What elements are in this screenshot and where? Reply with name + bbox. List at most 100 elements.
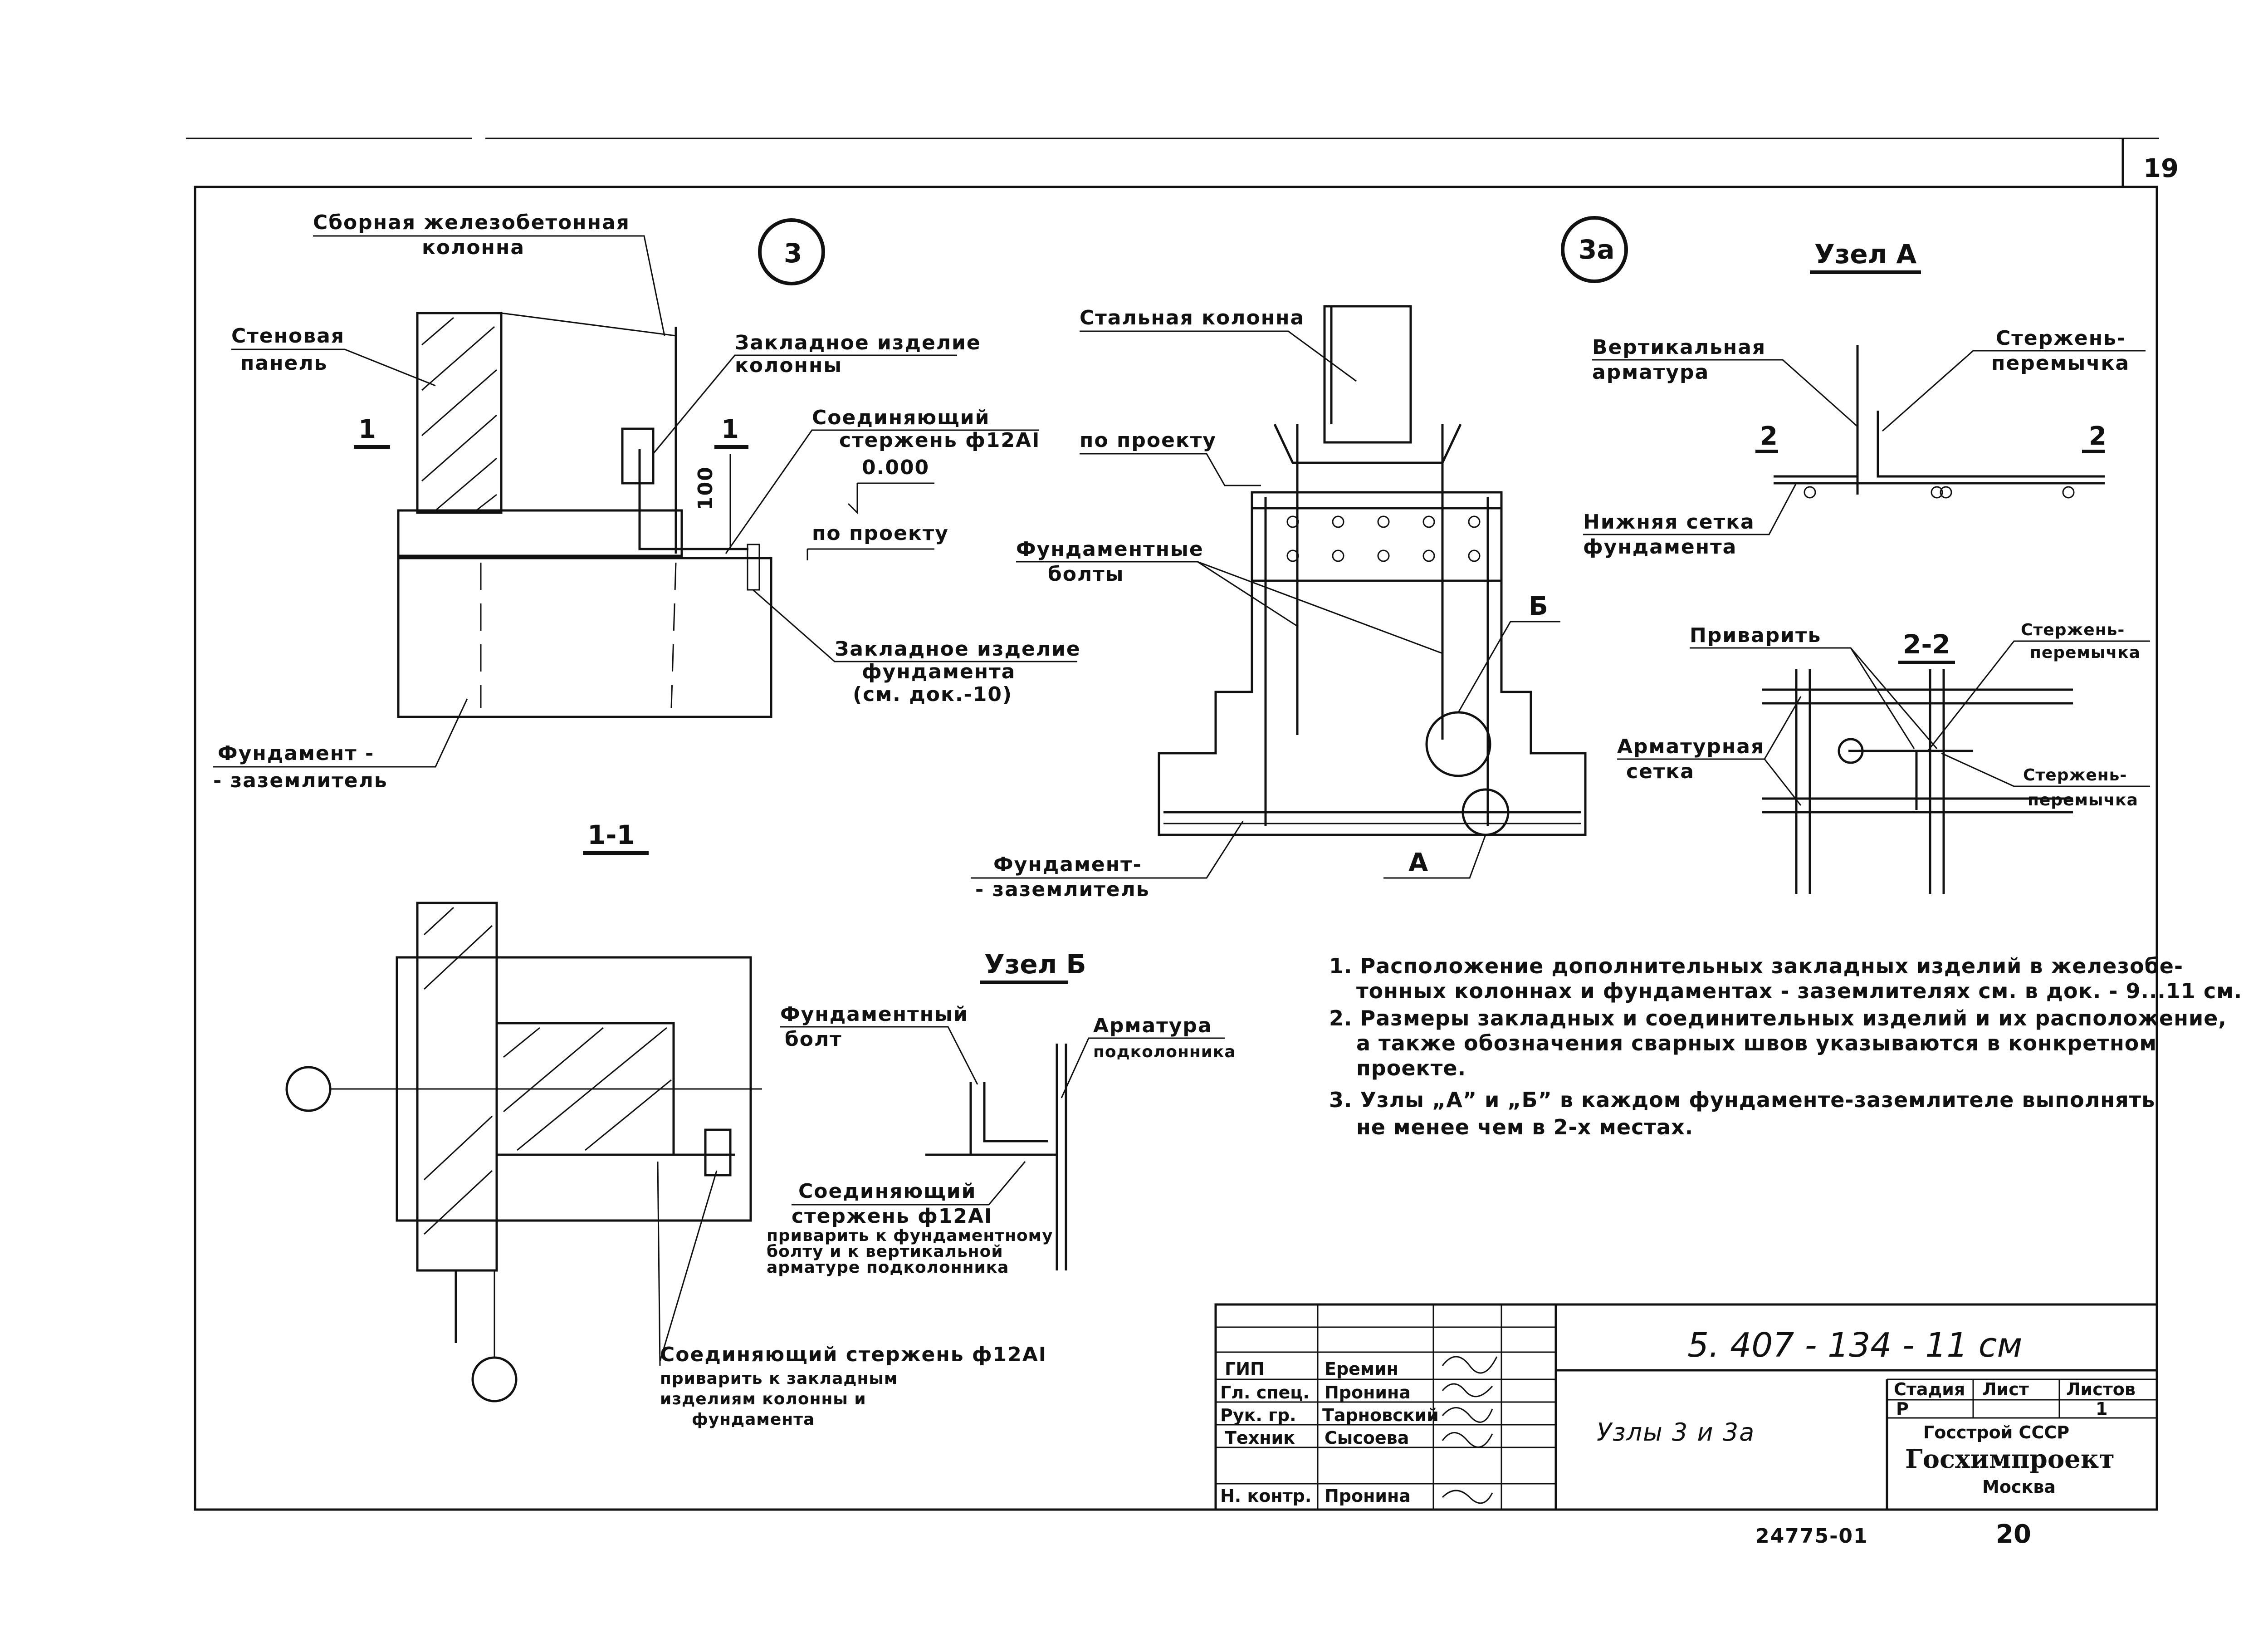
- node-b-circle: [1425, 711, 1491, 777]
- archive-number: 24775-01: [1755, 1525, 1868, 1548]
- vertical-rebar-label: Вертикальная: [1592, 336, 1766, 359]
- note-3-line-1: 3. Узлы „А” и „Б” в каждом фундаменте-за…: [1329, 1088, 2155, 1112]
- role-5: Н. контр.: [1220, 1486, 1311, 1506]
- sheets-value: 1: [2096, 1399, 2107, 1419]
- detail-3a-marker: [1561, 216, 1628, 283]
- node-b: Узел Б Фундаментный болт Арматура подкол…: [767, 949, 1236, 1277]
- section-2-2: 2-2 Приварить Стержень- перемычка Армату…: [1617, 621, 2150, 894]
- name-3: Тарновский: [1322, 1405, 1439, 1425]
- connecting-rod-label-2: стержень ф12АI: [839, 429, 1040, 452]
- section-connecting-rod-note-3: изделиям колонны и: [660, 1390, 866, 1408]
- column-label-2: колонна: [422, 236, 525, 259]
- bottom-mesh-label-2: фундамента: [1583, 535, 1737, 559]
- foundation-label: Фундамент -: [218, 742, 374, 765]
- jumper-rod-top-label-2: перемычка: [2030, 643, 2141, 662]
- org-line-2: Госхимпроект: [1905, 1444, 2115, 1474]
- node-b-rod-label: Соединяющий: [798, 1180, 976, 1203]
- note-2-line-2: а также обозначения сварных швов указыва…: [1356, 1031, 2157, 1055]
- signatures: [1442, 1356, 1498, 1504]
- document-code: 5. 407 - 134 - 11 см: [1687, 1326, 2022, 1365]
- note-1-line-2: тонных колоннах и фундаментах - заземлит…: [1356, 979, 2242, 1003]
- column-label: Сборная железобетонная: [313, 211, 630, 234]
- embedded-column-plate: [621, 427, 655, 485]
- detail-3a: 3а Стальная колонна по проекту Фундамент…: [971, 216, 1628, 901]
- foundation-bolt-label-2: болт: [785, 1028, 842, 1051]
- foundation-bolt-label: Фундаментный: [780, 1003, 968, 1026]
- per-project-3a: по проекту: [1080, 429, 1217, 452]
- node-b-rod-label-2: стержень ф12АI: [792, 1205, 992, 1228]
- general-notes: 1. Расположение дополнительных закладных…: [1329, 954, 2242, 1139]
- section-mark-1-right: 1: [721, 415, 739, 444]
- foundation-label-3a: Фундамент-: [993, 853, 1142, 876]
- note-3-line-2: не менее чем в 2-х местах.: [1356, 1115, 1693, 1139]
- name-5: Пронина: [1325, 1486, 1411, 1506]
- section-connecting-rod-note-4: фундамента: [692, 1410, 815, 1429]
- per-project-label: по проекту: [812, 522, 949, 545]
- section-connecting-rod-note-2: приварить к закладным: [660, 1369, 898, 1388]
- role-4: Техник: [1225, 1428, 1295, 1448]
- section-connecting-rod-note: Соединяющий стержень ф12АI: [660, 1343, 1047, 1366]
- node-b-mark: Б: [1529, 592, 1548, 621]
- node-a-title: Узел А: [1814, 239, 1916, 270]
- sheet-header: Лист: [1982, 1379, 2029, 1399]
- steel-column-label: Стальная колонна: [1080, 306, 1305, 329]
- section-mark-circle-left: [285, 1066, 332, 1112]
- jumper-rod-bottom-label: Стержень-: [2023, 766, 2127, 785]
- connecting-rod: [638, 449, 748, 550]
- name-1: Еремин: [1325, 1359, 1398, 1379]
- embedded-column-label-2: колонны: [735, 354, 842, 377]
- wall-panel-label-2: панель: [240, 352, 327, 375]
- page-number: 19: [2143, 154, 2179, 183]
- stage-value: Р: [1896, 1399, 1909, 1419]
- name-2: Пронина: [1325, 1383, 1411, 1402]
- org-line-3: Москва: [1982, 1477, 2056, 1497]
- steel-column: [1323, 305, 1412, 444]
- jumper-rod-bottom-label-2: перемычка: [2028, 791, 2138, 809]
- section-mark-1-left: 1: [358, 415, 376, 444]
- foundation: [397, 556, 772, 718]
- rebar-mesh-label-2: сетка: [1626, 760, 1695, 783]
- embedded-foundation-label-2: фундамента: [862, 660, 1016, 683]
- role-3: Рук. гр.: [1220, 1405, 1296, 1425]
- drawing-title: Узлы 3 и 3а: [1597, 1418, 1755, 1447]
- detail-3: 3 1 1 Сборная железобетонная колонна Сте…: [213, 211, 1081, 792]
- section-2-2-title: 2-2: [1903, 629, 1950, 660]
- footer-page: 20: [1996, 1520, 2031, 1549]
- bolts-label-2: болты: [1048, 563, 1124, 586]
- node-b-rod-label-5: арматуре подколонника: [767, 1258, 1009, 1277]
- foundation-label-3a-2: - заземлитель: [975, 878, 1150, 901]
- jumper-rod-top-label: Стержень-: [2021, 621, 2125, 639]
- jumper-rod-label: Стержень-: [1996, 327, 2126, 350]
- role-2: Гл. спец.: [1220, 1383, 1310, 1402]
- sheets-header: Листов: [2066, 1379, 2136, 1399]
- title-block: ГИП Еремин Гл. спец. Пронина Рук. гр. Та…: [1214, 1303, 2158, 1511]
- section-2-left: 2: [1760, 422, 1778, 451]
- wall-panel: [416, 312, 503, 514]
- role-1: ГИП: [1225, 1359, 1265, 1379]
- embedded-foundation-label: Закладное изделие: [835, 637, 1081, 661]
- note-1-line-1: 1. Расположение дополнительных закладных…: [1329, 954, 2183, 978]
- connecting-rod-label: Соединяющий: [812, 406, 990, 429]
- node-b-title: Узел Б: [984, 949, 1086, 980]
- section-1-1-title: 1-1: [587, 819, 635, 850]
- jumper-rod-label-2: перемычка: [1991, 352, 2130, 375]
- embedded-column-label: Закладное изделие: [735, 331, 981, 354]
- embedded-foundation-label-3: (см. док.-10): [853, 683, 1012, 706]
- foundation-label-2: - заземлитель: [213, 769, 388, 792]
- node-b-rod-label-4: болту и к вертикальной: [767, 1242, 1003, 1261]
- node-b-rod-label-3: приварить к фундаментному: [767, 1226, 1053, 1245]
- detail-3-marker: [758, 218, 825, 285]
- detail-3-marker-label: 3: [784, 238, 802, 269]
- bolts-label: Фундаментные: [1016, 538, 1204, 561]
- stage-header: Стадия: [1894, 1379, 1965, 1399]
- section-1-1: 1-1 Соединяющий стержень ф12АI приварить…: [285, 819, 1047, 1429]
- detail-3a-marker-label: 3а: [1579, 234, 1615, 265]
- section-mark-circle-bottom: [471, 1356, 518, 1402]
- org-line-1: Госстрой СССР: [1923, 1422, 2069, 1442]
- drawing-frame: [194, 186, 2158, 1511]
- node-a-mark: А: [1408, 848, 1428, 878]
- note-2-line-3: проекте.: [1356, 1056, 1466, 1080]
- weld-label: Приварить: [1690, 624, 1821, 647]
- elevation-zero: 0.000: [862, 456, 929, 479]
